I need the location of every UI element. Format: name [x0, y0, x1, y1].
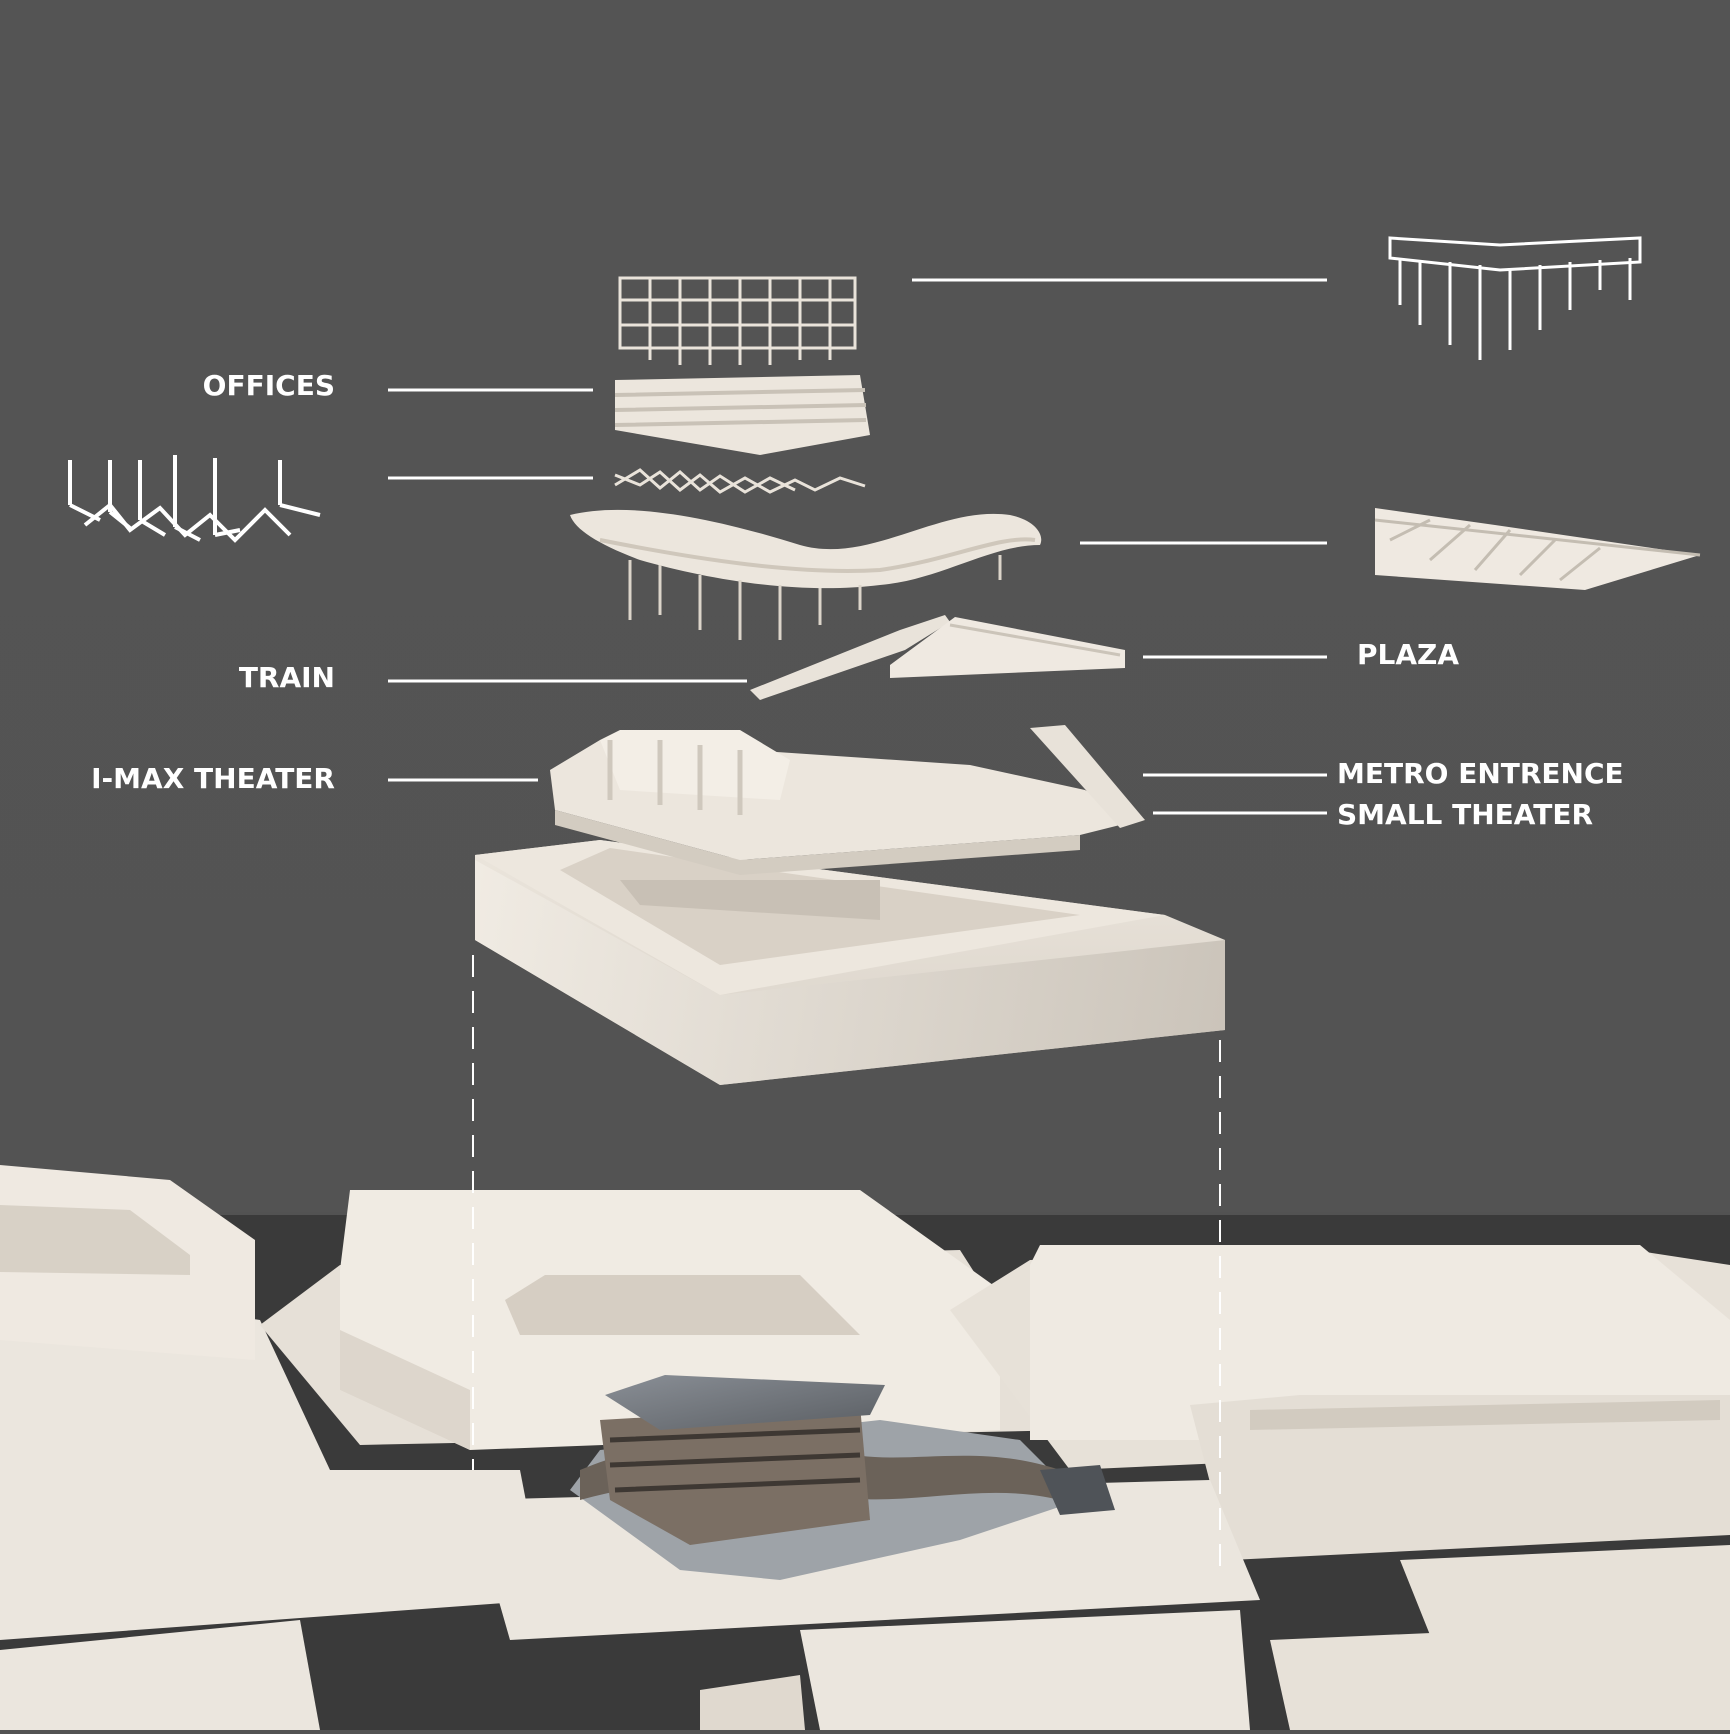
label-offices: OFFICES: [202, 369, 335, 402]
layer-wavy-roof: [570, 509, 1042, 640]
city-block-bottom-left: [0, 1620, 320, 1730]
layer-top-frame: [618, 276, 857, 365]
layer-truss: [614, 468, 866, 494]
label-small-theater: SMALL THEATER: [1337, 798, 1594, 831]
leader-lines: [388, 278, 1327, 815]
label-imax-theater: I-MAX THEATER: [91, 762, 335, 795]
label-metro-entrence: METRO ENTRENCE: [1337, 757, 1624, 790]
detail-columns: [68, 455, 321, 543]
city-block-bottom-right: [1270, 1620, 1730, 1730]
project-metro-glass: [1040, 1465, 1115, 1515]
layer-train-plaza: [750, 615, 1125, 700]
building-right-large: [1030, 1245, 1730, 1440]
layer-podium: [475, 840, 1225, 1085]
layer-offices: [614, 375, 870, 455]
layer-metro-entrence: [1030, 725, 1145, 828]
detail-wavy-roof-section: [1374, 508, 1701, 590]
courtyard-left: [0, 1205, 190, 1275]
layer-imax-theater: [550, 725, 1145, 875]
city-block-lower-left: [0, 1470, 545, 1640]
project-glass-roof: [605, 1375, 885, 1430]
layer-train: [750, 615, 950, 700]
alignment-dashed-lines: [472, 955, 1221, 1580]
detail-roof-frame: [1388, 236, 1642, 360]
city-block-bottom-center: [800, 1610, 1250, 1730]
label-train: TRAIN: [238, 661, 335, 694]
layer-plaza: [890, 617, 1125, 678]
building-right-mid: [1190, 1395, 1730, 1560]
courtyard-center: [505, 1275, 860, 1335]
built-project: [570, 1375, 1115, 1580]
label-plaza: PLAZA: [1357, 638, 1460, 671]
